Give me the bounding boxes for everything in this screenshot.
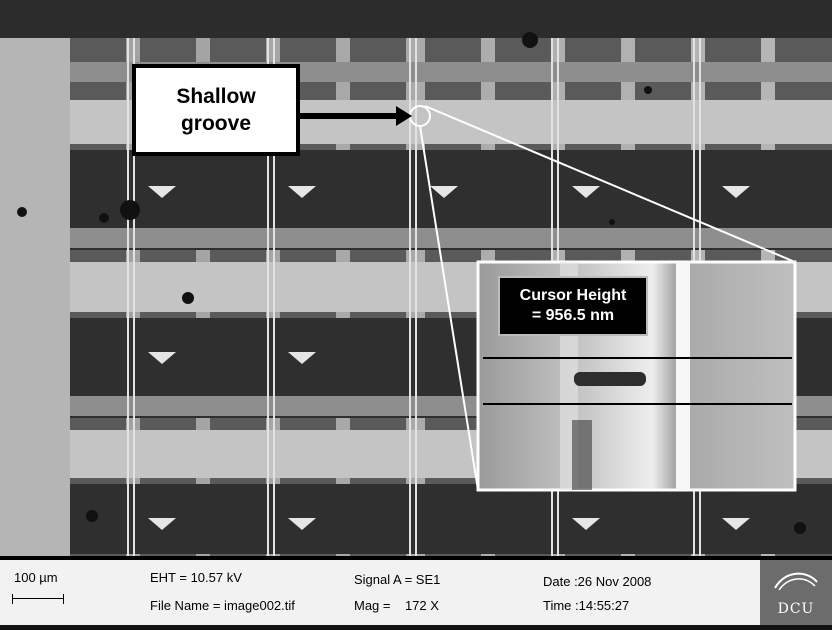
cursor-height-line-1: Cursor Height	[519, 287, 627, 304]
file-name: File Name = image002.tif	[150, 598, 295, 613]
callout-line-2: groove	[180, 112, 251, 135]
zoom-line-bottom	[419, 125, 479, 491]
wafer-edge-top	[0, 0, 832, 40]
debris-particles	[17, 32, 806, 534]
time-value: Time :14:55:27	[543, 598, 630, 613]
cursor-height-line-2: = 956.5 nm	[531, 307, 615, 324]
scale-label: 100 µm	[14, 570, 58, 585]
date-value: Date :26 Nov 2008	[543, 574, 652, 589]
shallow-groove-callout: Shallow groove	[132, 64, 300, 156]
sem-data-bar: 100 µm EHT = 10.57 kV File Name = image0…	[0, 556, 832, 625]
callout-line-1: Shallow	[176, 85, 256, 108]
cursor-height-label: Cursor Height = 956.5 nm	[498, 276, 648, 336]
callout-arrow-head	[396, 106, 412, 126]
signal-value: Signal A = SE1	[354, 572, 441, 587]
triangle-markers	[148, 186, 750, 530]
scale-bar	[12, 594, 64, 604]
magnification: Mag = 172 X	[354, 598, 439, 613]
zoom-line-top	[424, 105, 796, 263]
dcu-logo: DCU	[760, 560, 832, 625]
logo-text: DCU	[777, 601, 815, 617]
eht-value: EHT = 10.57 kV	[150, 570, 242, 585]
left-region	[0, 38, 70, 556]
logo-swoosh-icon	[774, 572, 818, 591]
